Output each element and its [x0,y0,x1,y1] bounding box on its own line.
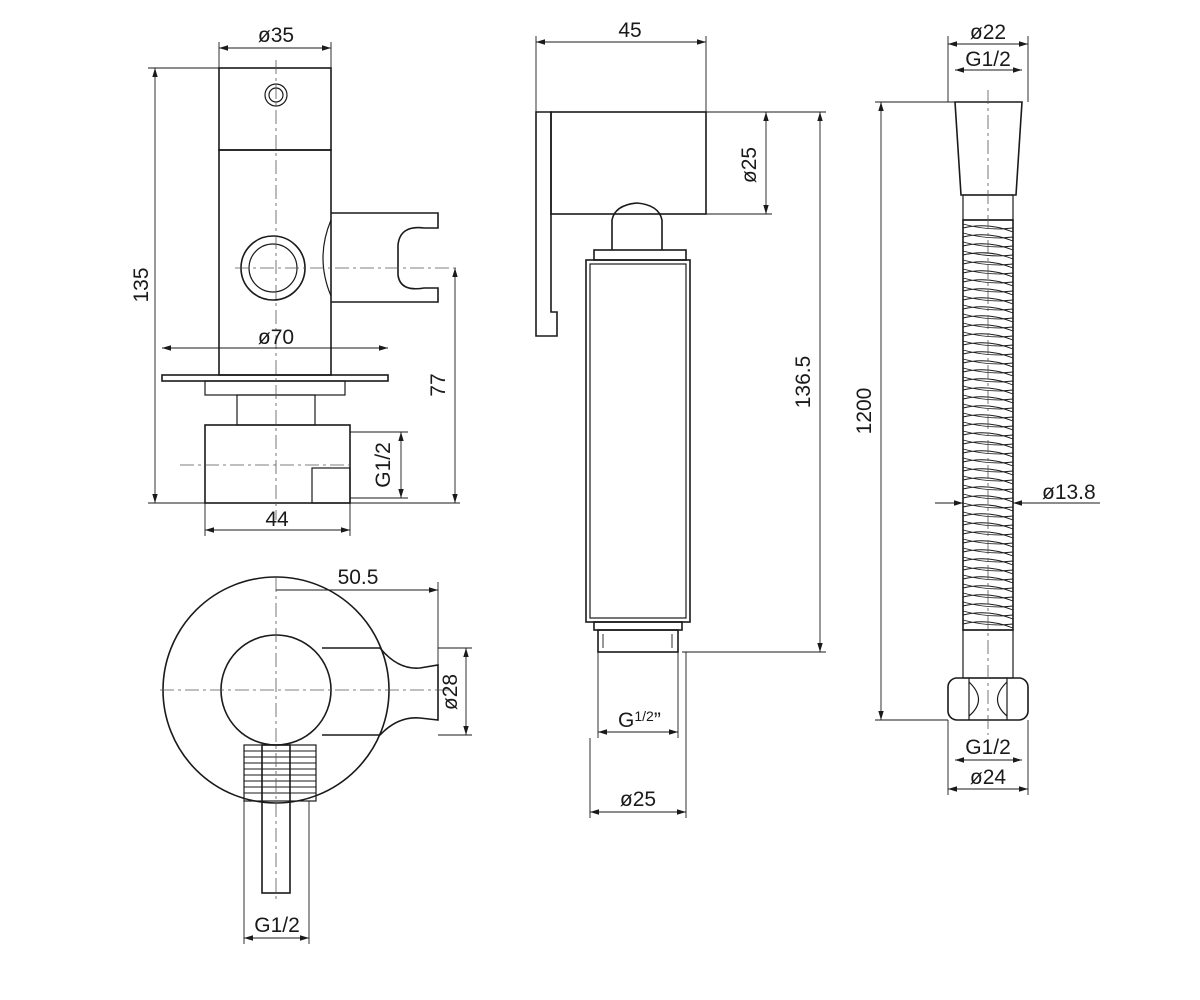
sprayer-neck [611,202,663,250]
mounting-box [204,424,351,504]
dim-hose-end-thread: G1/2 [965,48,1011,71]
dim-sprayer-length: 136.5 [792,356,815,409]
dim-sprayer-thread: G1/2” [618,708,661,732]
inlet-pipe [261,744,291,894]
dim-hose-nut-thread: G1/2 [965,736,1011,759]
sprayer-thread [597,629,679,653]
dim-valve-diameter: ø35 [258,24,294,47]
dim-flange-diameter: ø70 [258,326,294,349]
dim-hose-length: 1200 [853,388,876,435]
sprayer-view: 45 ø25 136.5 G1/2” ø25 [535,19,826,818]
dim-sprayer-body-diameter: ø25 [620,788,656,811]
dim-holder-reach: 50.5 [338,566,379,589]
sprayer-body [585,259,691,623]
hose-view: ø22 G1/2 1200 ø13.8 G1/2 ø24 [853,21,1100,795]
dim-holder-diameter: ø28 [439,674,462,710]
valve-cap [218,67,332,151]
hose-end-fitting [954,101,1023,196]
dim-hose-diameter: ø13.8 [1042,481,1096,504]
sprayer-head [550,111,707,215]
thread-lines [244,750,316,794]
hose-holder [331,212,439,303]
valve-front-view: ø35 135 ø70 77 G1/2 44 [130,24,460,536]
dim-hose-end-diameter: ø22 [970,21,1006,44]
valve-top-view: 50.5 ø28 G1/2 [160,566,472,944]
sprayer-wall-plate [535,111,558,337]
dim-sprayer-depth: 45 [618,19,641,42]
dim-hose-nut-diameter: ø24 [970,766,1007,789]
dim-inlet-thread-side: G1/2 [372,442,395,488]
dim-sprayer-head-diameter: ø25 [738,147,761,183]
dim-valve-height: 135 [130,267,153,302]
dim-inlet-thread-top: G1/2 [254,914,300,937]
dim-outlet-height: 77 [427,373,450,396]
hose-holder-top [322,647,439,736]
wall-flange [161,374,389,382]
dim-body-width: 44 [265,508,289,531]
